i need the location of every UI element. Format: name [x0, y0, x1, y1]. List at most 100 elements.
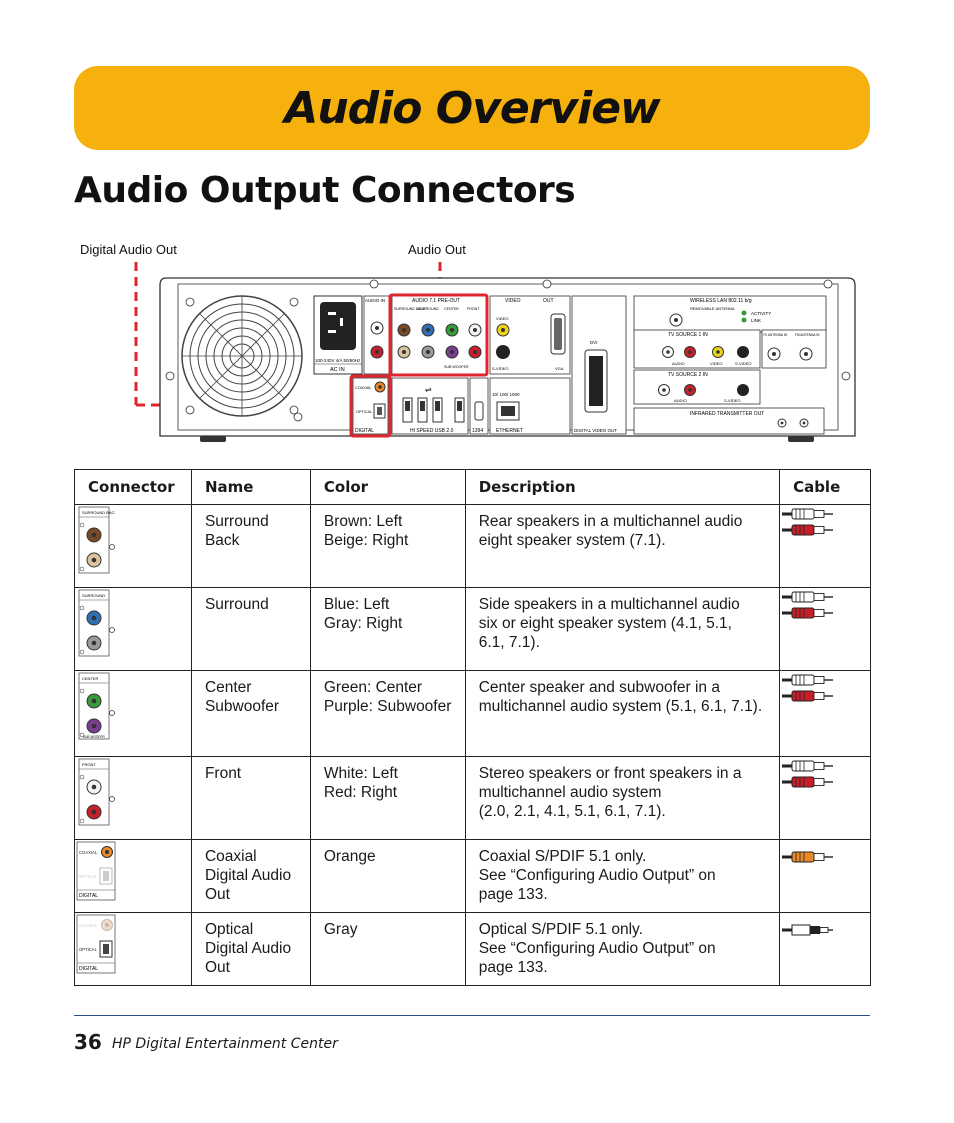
connector-color: Orange [323, 848, 376, 865]
optical-panel-label: OPTICAL [356, 410, 372, 414]
ethernet-group: 10/ 100/ 1000 ETHERNET [489, 377, 571, 435]
connector-cell: SURROUND BACK [74, 504, 192, 588]
section-title: Audio Output Connectors [74, 170, 576, 211]
connector-description: multichannel audio system [478, 784, 662, 801]
surround-back-label: SURROUND BACK [394, 307, 426, 311]
jack-icon-label: CENTER [82, 676, 99, 681]
connector-description: page 133. [478, 959, 548, 976]
firewire-group: 1394 [469, 377, 489, 435]
description-cell: Center speaker and subwoofer in a multich… [464, 670, 781, 757]
jack-icon-label: SURROUND [82, 593, 105, 598]
coax-icon-label: COAXIAL [79, 923, 98, 928]
ethernet-label: ETHERNET [496, 428, 523, 434]
digital-audio-out-highlight [349, 374, 392, 438]
chapter-banner: Audio Overview [74, 66, 870, 150]
rca-cable-icon [782, 508, 834, 536]
cable-cell [779, 839, 871, 913]
cable-cell [779, 587, 871, 671]
callout-audio-out: Audio Out [408, 242, 466, 257]
audio-preout-group: AUDIO 7.1 PRE-OUT SURROUND BACK SURROUND… [391, 295, 487, 375]
cable-cell [779, 504, 871, 588]
center-label: CENTER [444, 307, 459, 311]
connector-description: (2.0, 2.1, 4.1, 5.1, 6.1, 7.1). [478, 803, 666, 820]
optical-cable-icon [782, 924, 834, 936]
connector-description: See “Configuring Audio Output” on [478, 867, 716, 884]
audio-out-highlight [388, 293, 489, 377]
connector-description: See “Configuring Audio Output” on [478, 940, 716, 957]
tv-source-2-group: TV SOURCE 2 IN AUDIO S-VIDEO [633, 369, 761, 405]
connector-color: Beige: Right [323, 532, 409, 549]
header-cable: Cable [779, 469, 871, 505]
callout-digital-audio-out: Digital Audio Out [80, 242, 177, 257]
tv-antenna-label: TV ANTENNA IN [763, 333, 788, 337]
jack-icon-label-bottom: SUB WOOFER [83, 735, 105, 739]
color-cell: Gray [309, 912, 466, 986]
digital-icon-label: DIGITAL [79, 966, 98, 972]
coaxial-jack-icon: COAXIAL OPTICAL DIGITAL [76, 841, 116, 901]
connector-description: Center speaker and subwoofer in a [478, 679, 720, 696]
connector-name: Center [204, 679, 252, 696]
description-cell: Optical S/PDIF 5.1 only.See “Configuring… [464, 912, 781, 986]
connector-cell: CENTER SUB WOOFER [74, 670, 192, 757]
feet [200, 436, 814, 442]
connector-name: Back [204, 532, 240, 549]
s-video-label: S-VIDEO [492, 366, 508, 371]
vga-label: VGA [555, 366, 564, 371]
connector-name: Coaxial [204, 848, 257, 865]
connector-name: Optical [204, 921, 254, 938]
header-description: Description [464, 469, 781, 505]
coax-icon-label: COAXIAL [79, 850, 98, 855]
ethernet-speed-label: 10/ 100/ 1000 [492, 392, 520, 397]
connector-color: Green: Center [323, 679, 423, 696]
antenna-group: TV ANTENNA IN FM ANTENNA IN [761, 329, 827, 369]
digital-video-out-group: DVI DIGITAL VIDEO OUT [571, 295, 627, 435]
rca-cable-icon [782, 760, 834, 788]
surround-label: SURROUND [418, 307, 439, 311]
video-label: VIDEO [505, 298, 521, 304]
optical-icon-label: OPTICAL [79, 874, 98, 879]
connector-description: page 133. [478, 886, 548, 903]
cable-cell [779, 912, 871, 986]
connector-name: Surround [204, 513, 269, 530]
description-cell: Stereo speakers or front speakers in a mu… [464, 756, 781, 840]
digital-video-out-label: DIGITAL VIDEO OUT [574, 428, 617, 433]
connector-jack-icon: CENTER SUB WOOFER [78, 672, 115, 740]
chapter-title: Audio Overview [284, 82, 660, 134]
page-number: 36 [74, 1030, 102, 1054]
coaxial-cable-icon [782, 851, 834, 863]
tv1-video-label: VIDEO [710, 361, 722, 366]
tv2-audio-label: AUDIO [674, 398, 687, 403]
connector-color: Red: Right [323, 784, 398, 801]
fan-grille [181, 295, 303, 417]
connector-description: Coaxial S/PDIF 5.1 only. [478, 848, 647, 865]
removable-antenna-label: REMOVABLE ANTENNA [690, 306, 735, 311]
digital-icon-label: DIGITAL [79, 893, 98, 899]
svg-text:⇌: ⇌ [425, 385, 432, 394]
audio-in-group: AUDIO IN [363, 295, 391, 375]
connector-description: multichannel audio system (5.1, 6.1, 7.1… [478, 698, 763, 715]
connector-table: Connector Name Color Description Cable S… [74, 469, 871, 986]
connector-description: Stereo speakers or front speakers in a [478, 765, 742, 782]
connector-color: White: Left [323, 765, 398, 782]
rear-panel-diagram: 100-240V 4/A 50/60Hz AC IN AUDIO IN AUDI… [134, 262, 856, 442]
wireless-lan-group: WIRELESS LAN 802.11 b/g REMOVABLE ANTENN… [633, 295, 827, 333]
connector-jack-icon: SURROUND [78, 589, 115, 657]
connector-color: Brown: Left [323, 513, 403, 530]
activity-label: ACTIVITY [751, 311, 771, 316]
table-header-row: Connector Name Color Description Cable [74, 469, 871, 505]
jack-icon-label: FRONT [82, 762, 96, 767]
wireless-lan-label: WIRELESS LAN 802.11 b/g [690, 298, 752, 304]
connector-name: Surround [204, 596, 269, 613]
tv-source-1-label: TV SOURCE 1 IN [668, 332, 708, 338]
